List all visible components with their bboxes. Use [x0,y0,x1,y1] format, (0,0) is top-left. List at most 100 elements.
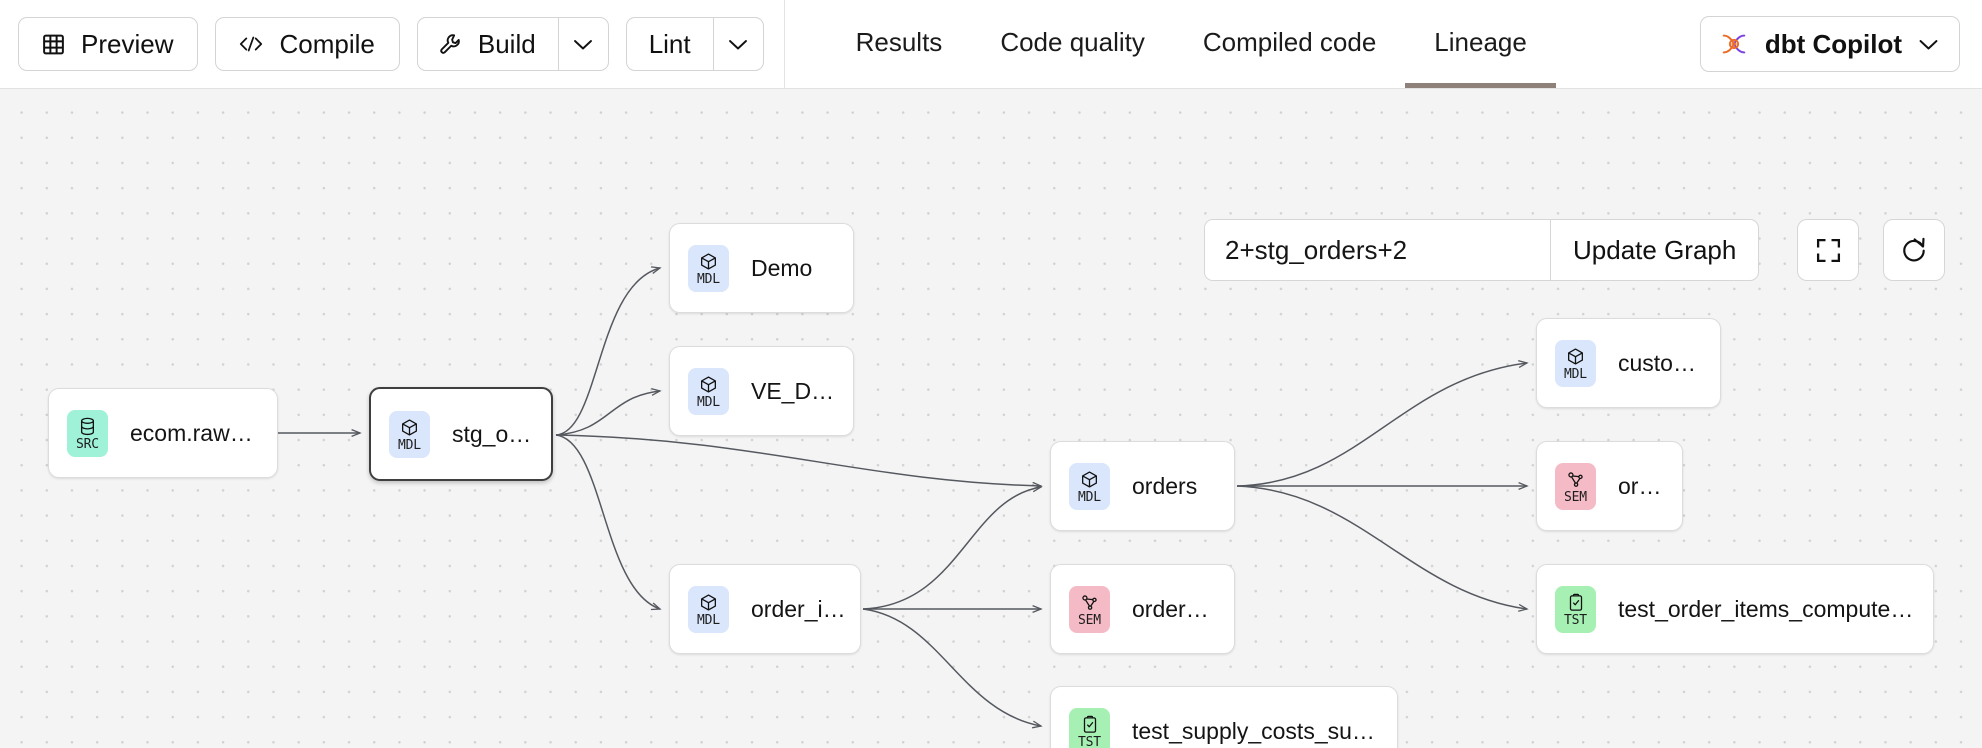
dbt-copilot-label: dbt Copilot [1764,28,1902,59]
node-label: orders [1618,472,1668,499]
node-kind-badge-mdl: MDL [688,244,729,292]
refresh-graph-button[interactable] [1883,219,1945,281]
node-label: test_order_items_compute_to_bools_c… [1618,595,1919,622]
build-button-label: Build [477,28,536,59]
node-kind-label: TST [1564,613,1587,628]
lineage-node-orders-model[interactable]: MDL orders [1050,441,1235,531]
cube-icon [1566,344,1585,368]
build-button-group: Build [416,17,609,71]
lineage-node-ecom-raw-orders[interactable]: SRC ecom.raw_orders [48,388,278,478]
tab-compiled-code[interactable]: Compiled code [1174,2,1405,88]
wrench-icon [438,32,463,57]
node-kind-label: SEM [1078,613,1101,628]
tab-lineage[interactable]: Lineage [1405,2,1556,88]
tab-results[interactable]: Results [827,2,972,88]
code-icon [238,33,264,55]
preview-button-label: Preview [81,28,174,59]
edge-orders-to-test-order-items [1236,485,1527,609]
cube-icon [1080,467,1099,491]
build-button[interactable]: Build [418,18,558,70]
node-kind-label: MDL [1078,490,1101,505]
tab-compiled-code-label: Compiled code [1202,27,1377,57]
tab-results-label: Results [855,27,943,57]
table-icon [41,32,66,57]
semantic-graph-icon [1080,590,1099,614]
chevron-down-icon [573,38,593,51]
copilot-area: dbt Copilot [1699,0,1982,88]
edge-stg-orders-to-demo [555,268,660,436]
node-kind-badge-sem: SEM [1555,462,1596,510]
edge-order-items-to-test-supply-costs [862,608,1041,726]
node-kind-label: SRC [76,437,99,452]
lineage-canvas[interactable]: SRC ecom.raw_orders MDL stg_orders [0,89,1982,748]
node-label: order_item [1132,595,1220,622]
node-kind-label: MDL [697,272,720,287]
node-kind-label: MDL [398,438,421,453]
node-kind-badge-mdl: MDL [389,410,430,458]
cube-icon [699,590,718,614]
node-label: test_supply_costs_sum_correctly [1132,717,1383,744]
node-label: customers [1618,349,1706,376]
build-dropdown-toggle[interactable] [557,18,608,70]
node-label: VE_Demo [751,377,839,404]
chevron-down-icon [728,38,748,51]
lineage-node-order-item-semantic[interactable]: SEM order_item [1050,564,1235,654]
lint-dropdown-toggle[interactable] [712,18,763,70]
node-kind-label: MDL [1564,367,1587,382]
node-kind-label: SEM [1564,490,1587,505]
lineage-node-stg-orders[interactable]: MDL stg_orders [369,387,553,481]
lineage-node-ve-demo[interactable]: MDL VE_Demo [669,346,854,436]
edge-orders-to-customers [1236,363,1527,487]
node-kind-label: MDL [697,613,720,628]
node-label: ecom.raw_orders [130,419,263,446]
preview-button[interactable]: Preview [18,17,199,71]
update-graph-button[interactable]: Update Graph [1550,220,1758,280]
node-kind-badge-sem: SEM [1069,585,1110,633]
lint-button-group: Lint [625,17,764,71]
cube-icon [400,415,419,439]
tab-lineage-label: Lineage [1434,27,1527,57]
lineage-node-test-order-items[interactable]: TST test_order_items_compute_to_bools_c… [1536,564,1934,654]
refresh-icon [1900,236,1928,264]
view-tabs: Results Code quality Compiled code Linea… [785,0,1700,88]
dbt-copilot-button[interactable]: dbt Copilot [1699,16,1960,72]
database-icon [79,414,96,438]
compile-button-label: Compile [279,28,375,59]
node-kind-badge-mdl: MDL [1555,339,1596,387]
lineage-node-demo[interactable]: MDL Demo [669,223,854,313]
lint-button-label: Lint [648,28,691,59]
editor-toolbar: Preview Compile Build [0,0,785,88]
semantic-graph-icon [1566,467,1585,491]
lineage-node-order-items[interactable]: MDL order_items [669,564,861,654]
node-kind-label: TST [1078,735,1101,748]
graph-selector-input[interactable] [1205,220,1550,280]
edge-stg-orders-to-orders [555,434,1041,486]
node-label: order_items [751,595,846,622]
update-graph-label: Update Graph [1573,234,1737,265]
tab-code-quality[interactable]: Code quality [971,2,1174,88]
lint-button[interactable]: Lint [627,18,713,70]
lineage-node-orders-semantic[interactable]: SEM orders [1536,441,1683,531]
clipboard-check-icon [1567,590,1585,614]
tab-code-quality-label: Code quality [1000,27,1145,57]
graph-selector-bar: Update Graph [1204,219,1760,281]
fit-view-button[interactable] [1797,219,1859,281]
node-label: stg_orders [452,420,537,447]
node-kind-badge-mdl: MDL [1069,462,1110,510]
dbt-copilot-icon [1719,29,1749,59]
node-label: orders [1132,472,1198,499]
lineage-edges [278,89,1982,748]
node-kind-label: MDL [697,395,720,410]
node-label: Demo [751,254,813,281]
lineage-node-test-supply-costs[interactable]: TST test_supply_costs_sum_correctly [1050,686,1398,748]
node-kind-badge-tst: TST [1069,707,1110,748]
chevron-down-icon [1918,38,1939,51]
node-kind-badge-src: SRC [67,409,108,457]
node-kind-badge-mdl: MDL [688,367,729,415]
lineage-node-customers[interactable]: MDL customers [1536,318,1721,408]
compile-button[interactable]: Compile [215,17,400,71]
clipboard-check-icon [1081,712,1099,736]
cube-icon [699,372,718,396]
fullscreen-icon [1815,237,1842,264]
edge-stg-orders-to-ve-demo [555,391,660,436]
